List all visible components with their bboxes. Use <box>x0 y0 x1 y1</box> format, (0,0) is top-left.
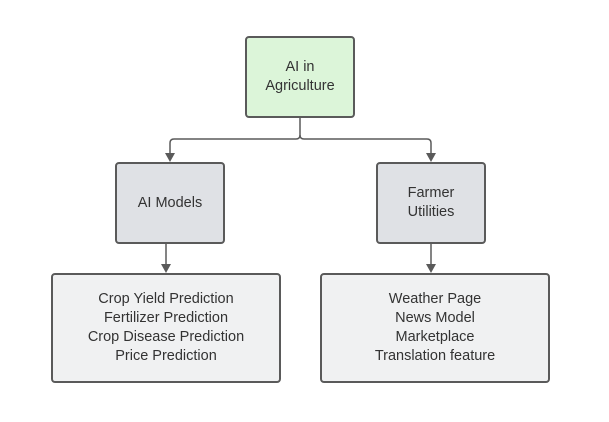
list-item: Crop Disease Prediction <box>87 329 245 345</box>
node-farmer-utilities-list: Weather Page News Model Marketplace Tran… <box>320 273 550 383</box>
node-farmer-utilities-line-2: Utilities <box>407 204 455 220</box>
root-node-ai-in-agriculture: AI in Agriculture <box>245 36 355 118</box>
list-item: Weather Page <box>388 291 482 307</box>
root-node-line-1: AI in <box>285 59 315 75</box>
node-farmer-utilities: Farmer Utilities <box>376 162 486 244</box>
arrowhead-farmer-utilities-list <box>426 264 436 273</box>
node-ai-models-label: AI Models <box>137 194 203 211</box>
root-node-line-2: Agriculture <box>265 78 335 94</box>
edge-root-to-farmer-utilities <box>299 134 432 155</box>
node-ai-models: AI Models <box>115 162 225 244</box>
list-item: Crop Yield Prediction <box>98 291 234 307</box>
list-item: News Model <box>395 310 475 326</box>
arrowhead-farmer-utilities <box>426 153 436 162</box>
list-item: Price Prediction <box>115 348 217 364</box>
list-item: Translation feature <box>374 348 496 364</box>
list-item: Marketplace <box>395 329 475 345</box>
list-item: Fertilizer Prediction <box>103 310 229 326</box>
arrowhead-ai-models-list <box>161 264 171 273</box>
edge-root-to-ai-models <box>169 118 301 155</box>
node-farmer-utilities-line-1: Farmer <box>407 185 455 201</box>
node-ai-models-list: Crop Yield Prediction Fertilizer Predict… <box>51 273 281 383</box>
arrowhead-ai-models <box>165 153 175 162</box>
